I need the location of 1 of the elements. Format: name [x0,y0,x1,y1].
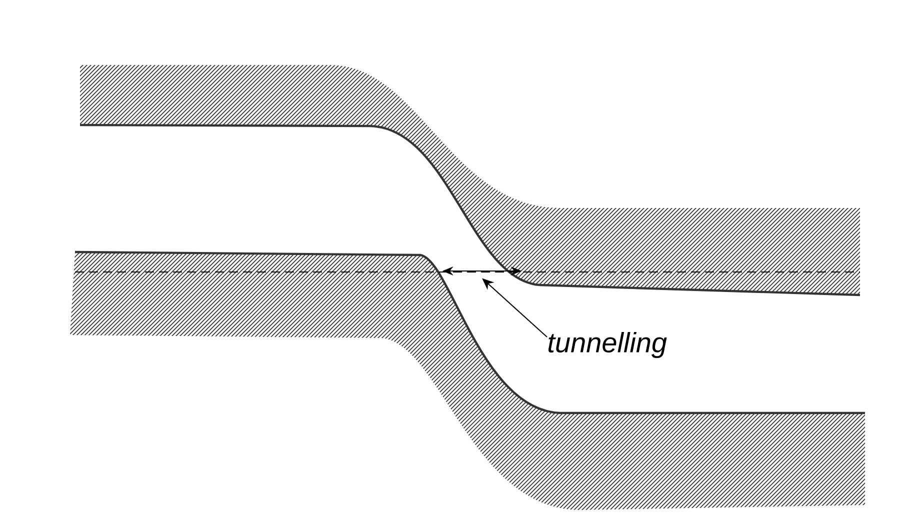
tunnelling-label: tunnelling [548,332,667,358]
